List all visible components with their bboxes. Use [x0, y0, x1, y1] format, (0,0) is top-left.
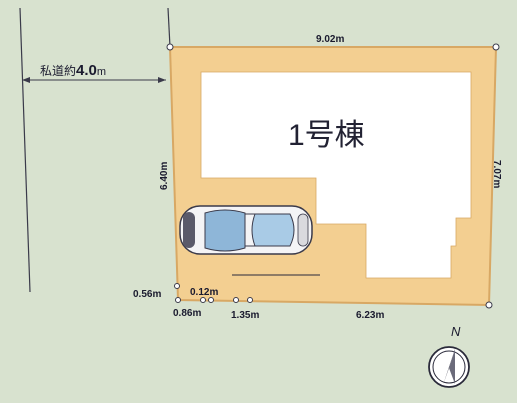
road-edge-line [19, 7, 31, 293]
car-icon [179, 205, 313, 255]
north-arrow-icon [428, 346, 470, 388]
dimension-bottom-b: 0.86m [173, 308, 201, 319]
building-footprint [200, 71, 472, 279]
dimension-top: 9.02m [316, 34, 344, 45]
dimension-left: 6.40m [159, 162, 170, 190]
arrow-right-icon [158, 77, 166, 83]
dimension-right: 7.07m [491, 160, 502, 188]
boundary-markers [166, 43, 500, 309]
compass-label: N [451, 324, 461, 339]
lot-extension-line [167, 7, 171, 48]
dimension-bottom-main: 6.23m [356, 310, 384, 321]
dimension-bottom-left-vertical: 0.56m [133, 289, 161, 300]
dimension-bottom-a: 0.12m [190, 287, 218, 298]
road-width-label: 私道約4.0m [40, 62, 106, 79]
dimension-bottom-c: 1.35m [231, 310, 259, 321]
arrow-left-icon [22, 77, 30, 83]
building-label: 1号棟 [288, 119, 365, 152]
